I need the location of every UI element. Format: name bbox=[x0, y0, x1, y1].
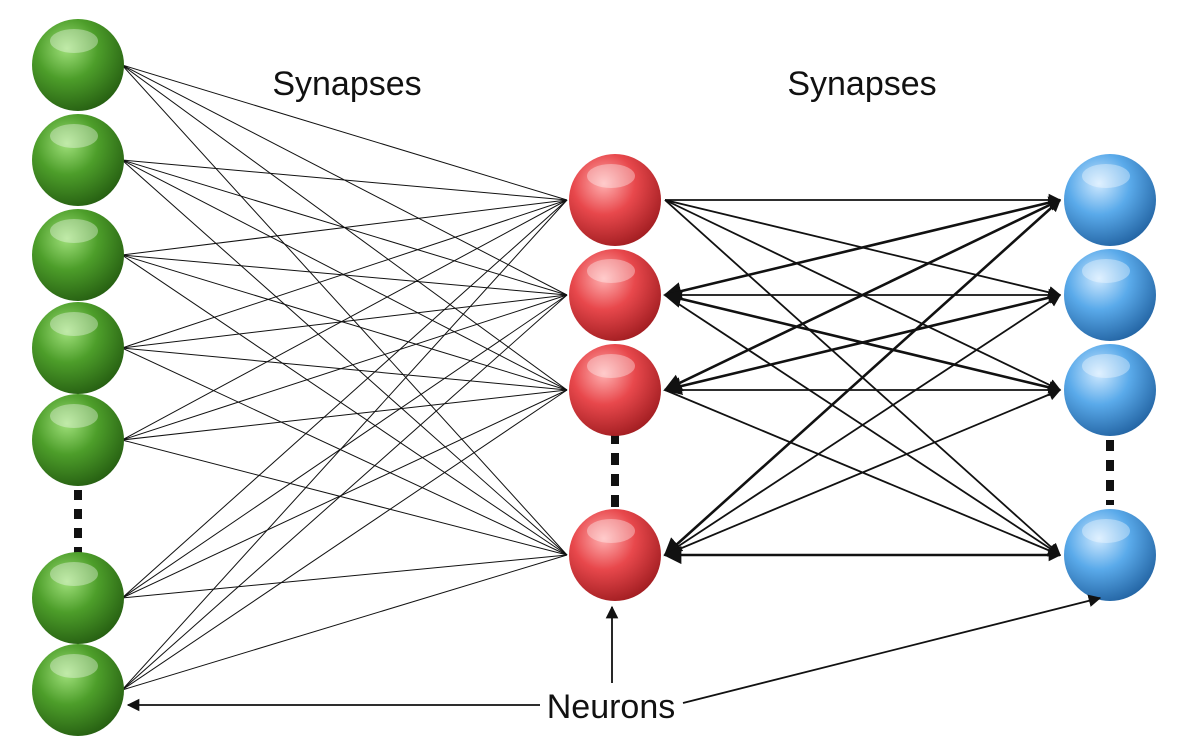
output-neuron-4 bbox=[1064, 509, 1156, 601]
input-neuron-3 bbox=[32, 209, 124, 301]
synapses-label-left: Synapses bbox=[272, 65, 421, 103]
callout-arrow-output bbox=[682, 594, 1102, 704]
synapse-line bbox=[121, 389, 568, 691]
input-neuron-highlight bbox=[50, 312, 98, 336]
synapse-line bbox=[121, 294, 568, 349]
synapse-line bbox=[121, 389, 568, 599]
input-neuron-highlight bbox=[50, 29, 98, 53]
synapse-line bbox=[121, 64, 568, 556]
input-neuron-1 bbox=[32, 19, 124, 111]
output-neuron-highlight bbox=[1082, 259, 1130, 283]
synapse-line bbox=[121, 199, 568, 599]
input-neuron-7 bbox=[32, 644, 124, 736]
output-neuron-highlight bbox=[1082, 164, 1130, 188]
hidden-neuron-highlight bbox=[587, 259, 635, 283]
synapse-arrow bbox=[663, 199, 1061, 557]
synapse-line bbox=[121, 199, 568, 441]
synapse-line bbox=[121, 254, 568, 391]
output-neuron-1 bbox=[1064, 154, 1156, 246]
synapse-arrow bbox=[664, 388, 1062, 556]
hidden-neuron-highlight bbox=[587, 354, 635, 378]
input-neuron-4 bbox=[32, 302, 124, 394]
output-neuron-2 bbox=[1064, 249, 1156, 341]
synapse-line bbox=[121, 199, 568, 256]
input-neuron-highlight bbox=[50, 124, 98, 148]
synapse-line bbox=[121, 294, 568, 441]
neurons-group bbox=[32, 19, 1156, 736]
hidden-neuron-highlight bbox=[587, 519, 635, 543]
hidden-neuron-3 bbox=[569, 344, 661, 436]
synapse-line bbox=[121, 159, 568, 201]
input-neuron-6 bbox=[32, 552, 124, 644]
synapses-hidden-output bbox=[663, 193, 1062, 565]
output-neuron-highlight bbox=[1082, 354, 1130, 378]
synapse-arrow bbox=[663, 198, 1061, 392]
synapses-label-right: Synapses bbox=[787, 65, 936, 103]
input-neuron-highlight bbox=[50, 654, 98, 678]
hidden-neuron-1 bbox=[569, 154, 661, 246]
synapse-line bbox=[121, 347, 568, 391]
synapse-line bbox=[121, 554, 568, 691]
input-neuron-highlight bbox=[50, 404, 98, 428]
synapse-arrow bbox=[664, 294, 1062, 556]
input-neuron-highlight bbox=[50, 562, 98, 586]
synapse-arrow bbox=[663, 198, 1061, 301]
synapse-line bbox=[121, 347, 568, 556]
input-neuron-5 bbox=[32, 394, 124, 486]
synapse-line bbox=[121, 254, 568, 296]
synapse-line bbox=[121, 159, 568, 556]
output-neuron-3 bbox=[1064, 344, 1156, 436]
output-neuron-highlight bbox=[1082, 519, 1130, 543]
input-neuron-highlight bbox=[50, 219, 98, 243]
neurons-label: Neurons bbox=[547, 688, 676, 726]
synapse-line bbox=[121, 554, 568, 599]
synapse-line bbox=[121, 294, 568, 691]
synapse-line bbox=[121, 294, 568, 599]
synapse-line bbox=[121, 439, 568, 556]
synapse-line bbox=[121, 64, 568, 201]
synapse-line bbox=[121, 199, 568, 349]
input-neuron-2 bbox=[32, 114, 124, 206]
synapse-arrow bbox=[663, 289, 1061, 392]
hidden-neuron-4 bbox=[569, 509, 661, 601]
hidden-neuron-highlight bbox=[587, 164, 635, 188]
synapse-line bbox=[121, 254, 568, 556]
hidden-neuron-2 bbox=[569, 249, 661, 341]
synapses-input-hidden bbox=[121, 64, 568, 691]
synapse-line bbox=[121, 389, 568, 441]
synapse-line bbox=[121, 199, 568, 691]
